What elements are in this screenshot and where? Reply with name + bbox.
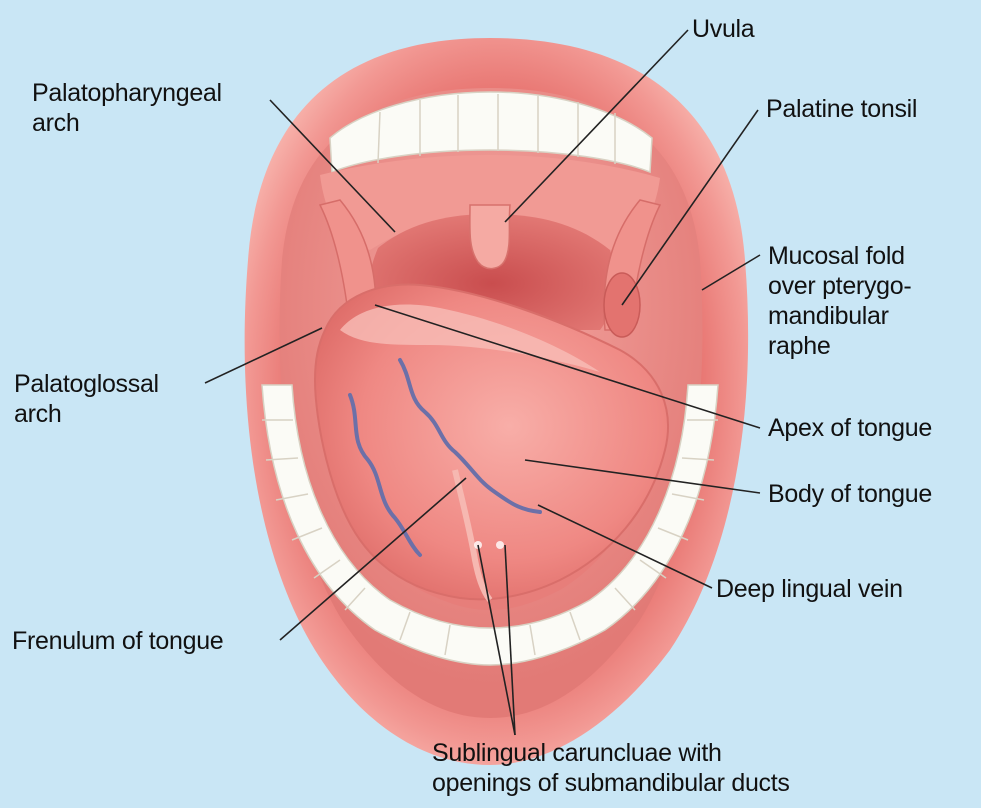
label-palatoglossal-arch: Palatoglossal arch bbox=[14, 369, 159, 429]
label-apex-of-tongue: Apex of tongue bbox=[768, 413, 932, 443]
label-body-of-tongue: Body of tongue bbox=[768, 479, 932, 509]
label-frenulum-of-tongue: Frenulum of tongue bbox=[12, 626, 223, 656]
label-palatine-tonsil: Palatine tonsil bbox=[766, 94, 917, 124]
caruncle-right bbox=[496, 541, 504, 549]
label-sublingual-caruncula: Sublingual caruncluae with openings of s… bbox=[432, 738, 790, 798]
uvula-shape bbox=[470, 205, 510, 269]
label-uvula: Uvula bbox=[692, 14, 754, 44]
label-mucosal-fold: Mucosal fold over pterygo- mandibular ra… bbox=[768, 241, 911, 361]
label-deep-lingual-vein: Deep lingual vein bbox=[716, 574, 903, 604]
label-palatopharyngeal-arch: Palatopharyngeal arch bbox=[32, 78, 222, 138]
